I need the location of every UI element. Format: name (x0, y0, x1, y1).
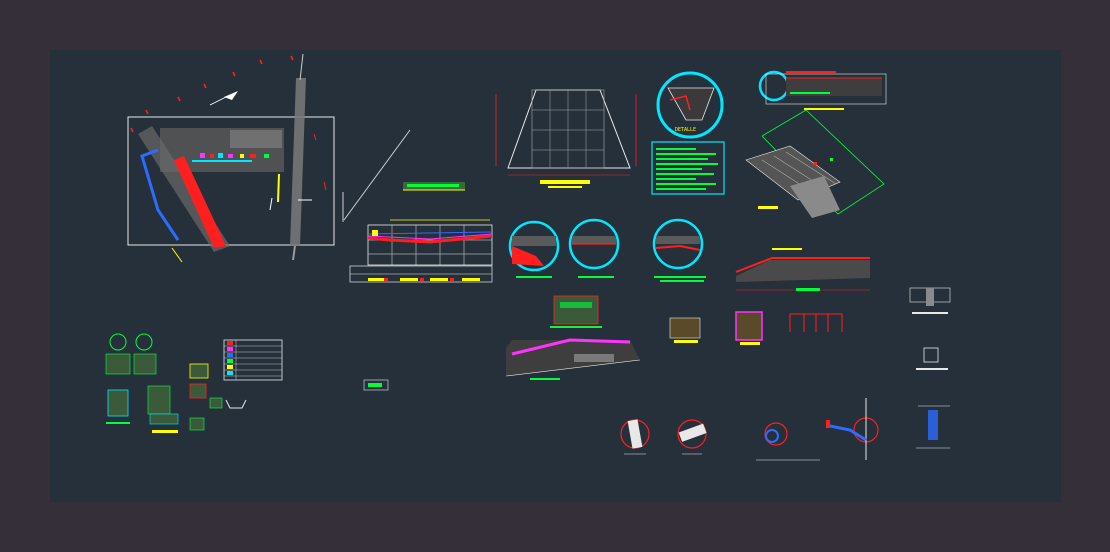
small-base-detail[interactable] (916, 347, 948, 370)
longitudinal-profile[interactable] (349, 219, 493, 283)
site-plan[interactable] (127, 53, 335, 263)
detail-circle-top[interactable]: DETALLE (656, 71, 724, 139)
road (290, 78, 306, 246)
site-plan-frame[interactable] (127, 116, 335, 246)
red-strip (174, 156, 226, 248)
north-arrow-icon (224, 91, 238, 100)
column-detail-right[interactable] (909, 287, 951, 314)
notes-block (651, 141, 725, 195)
sloped-section[interactable] (735, 248, 870, 291)
legend-table[interactable] (223, 339, 283, 381)
circle-details-row[interactable] (508, 218, 706, 282)
cad-modelspace-viewport[interactable]: DETALLE (50, 50, 1061, 502)
small-strip-section (403, 182, 465, 191)
trapezoid-elevation[interactable] (495, 89, 637, 188)
long-slope-section[interactable] (505, 338, 641, 380)
blue-line (140, 148, 180, 241)
top-right-section[interactable] (758, 70, 887, 110)
north-arrow-line (209, 95, 229, 106)
wall-sections[interactable] (550, 295, 843, 345)
site-plan-red-marks (130, 55, 294, 133)
bottom-circle-details[interactable] (620, 398, 950, 461)
isometric-drawing[interactable] (745, 109, 885, 218)
building-colored-details (192, 153, 269, 162)
equipment-details[interactable] (105, 333, 247, 433)
construction-line (343, 129, 411, 221)
detail-circle-label: DETALLE (675, 127, 696, 133)
drawing-canvas[interactable]: DETALLE (50, 50, 1061, 502)
tiny-block (363, 379, 389, 391)
